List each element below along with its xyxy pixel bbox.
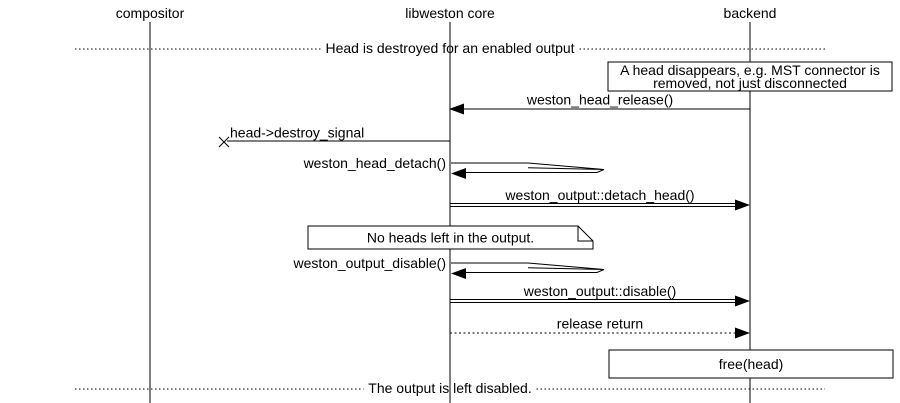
lifeline-label: compositor bbox=[116, 5, 185, 21]
self-call-out-line bbox=[451, 162, 605, 170]
divider-head-destroyed: Head is destroyed for an enabled output bbox=[75, 40, 825, 56]
message-label: weston_head_release() bbox=[526, 92, 673, 108]
message-label: weston_output_disable() bbox=[292, 255, 446, 271]
message-label: weston_head_detach() bbox=[303, 155, 446, 171]
arrowhead-icon bbox=[735, 199, 750, 211]
message-head-destroy-signal: head->destroy_signal bbox=[218, 125, 450, 148]
self-call-out-line bbox=[451, 262, 605, 270]
message-weston-output-detach-head: weston_output::detach_head() bbox=[450, 187, 750, 211]
arrowhead-icon bbox=[451, 168, 466, 179]
box-text: No heads left in the output. bbox=[367, 230, 534, 246]
message-weston-head-release: weston_head_release() bbox=[449, 92, 750, 115]
box-shape bbox=[608, 349, 894, 379]
box-text: free(head) bbox=[719, 356, 784, 372]
self-call-return-line bbox=[466, 269, 605, 273]
arrowhead-icon bbox=[451, 268, 466, 279]
lifeline-label: backend bbox=[724, 5, 777, 21]
arrowhead-icon bbox=[735, 327, 750, 339]
lifeline-label: libweston core bbox=[405, 5, 495, 21]
arrowhead-icon bbox=[735, 295, 750, 307]
divider-label: Head is destroyed for an enabled output bbox=[325, 40, 574, 56]
message-label: weston_output::disable() bbox=[523, 283, 677, 299]
arrowhead-icon bbox=[449, 103, 464, 115]
divider-output-disabled: The output is left disabled. bbox=[75, 380, 825, 396]
note-shape bbox=[307, 225, 594, 250]
lost-message-x-icon bbox=[218, 136, 230, 148]
note-fold-icon bbox=[577, 226, 593, 242]
message-label: weston_output::detach_head() bbox=[504, 187, 694, 203]
box-free-head: free(head) bbox=[608, 349, 894, 379]
message-label: head->destroy_signal bbox=[230, 125, 364, 141]
box-mst-comment: A head disappears, e.g. MST connector is… bbox=[607, 61, 893, 92]
box-no-heads-note: No heads left in the output. bbox=[307, 225, 594, 250]
message-weston-output-disable-impl: weston_output::disable() bbox=[450, 283, 750, 307]
box-shape bbox=[607, 61, 893, 92]
message-release-return: release return bbox=[450, 316, 750, 339]
message-weston-head-detach: weston_head_detach() bbox=[303, 155, 605, 179]
lifeline-libweston-core: libweston core bbox=[405, 5, 495, 403]
box-text: removed, not just disconnected bbox=[653, 75, 847, 91]
box-text: A head disappears, e.g. MST connector is bbox=[620, 62, 880, 78]
self-call-return-line bbox=[466, 169, 605, 173]
message-weston-output-disable-api: weston_output_disable() bbox=[292, 255, 605, 279]
lifeline-compositor: compositor bbox=[116, 5, 185, 403]
message-label: release return bbox=[557, 316, 643, 332]
divider-label: The output is left disabled. bbox=[368, 380, 531, 396]
